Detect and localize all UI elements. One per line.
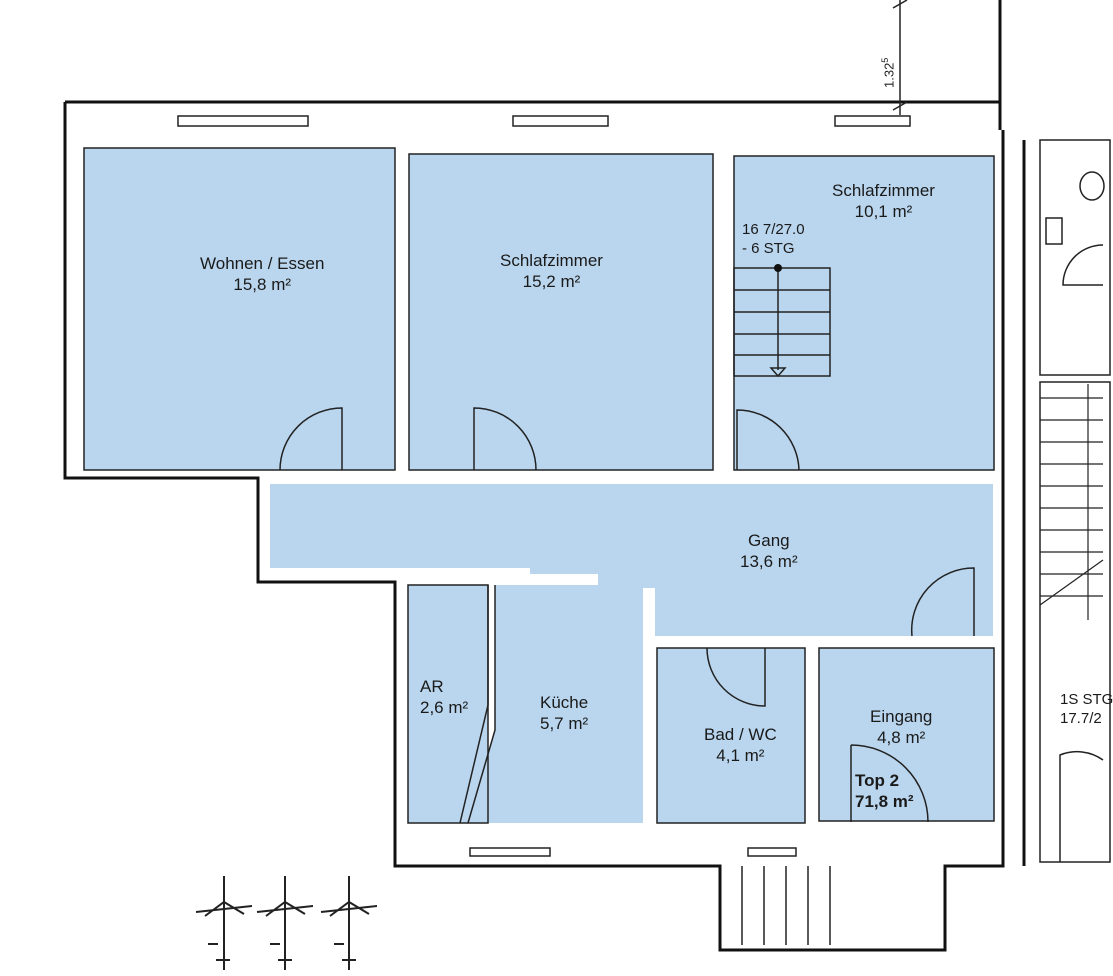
room-wohnen-name: Wohnen / Essen (200, 254, 325, 273)
room-gang-label: Gang 13,6 m² (740, 530, 798, 572)
room-kueche-label: Küche 5,7 m² (540, 692, 588, 734)
room-ar-label: AR 2,6 m² (420, 676, 468, 718)
unit-area: 71,8 m² (855, 792, 914, 811)
doors (279, 407, 975, 823)
room-schlaf1-name: Schlafzimmer (500, 251, 603, 270)
dimension-sup: 5 (880, 57, 890, 63)
room-bad-outline (656, 647, 806, 824)
room-bad-fill (657, 648, 805, 823)
dimension-main: 1.32 (881, 62, 897, 88)
room-schlaf2-name: Schlafzimmer (832, 181, 935, 200)
room-eingang-label: Eingang 4,8 m² (870, 706, 932, 748)
room-bad-label: Bad / WC 4,1 m² (704, 724, 777, 766)
room-eingang-area: 4,8 m² (877, 728, 926, 747)
room-schlaf1-area: 15,2 m² (522, 272, 581, 291)
outer-wall (63, 100, 1005, 952)
room-eingang-fill (819, 648, 994, 821)
room-ar-area: 2,6 m² (420, 698, 469, 717)
room-bad-name: Bad / WC (704, 725, 777, 744)
room-eingang-outline (818, 647, 995, 822)
room-wohnen-area: 15,8 m² (233, 275, 292, 294)
stairwell-label-line2: 17.7/2 (1060, 710, 1102, 727)
room-schlaf1-outline (408, 153, 714, 471)
room-kueche-name: Küche (540, 693, 589, 712)
dimension-line (892, 0, 908, 115)
stairwell-label: 1S STG 17.7/2 (1060, 690, 1113, 728)
room-gang-fill (270, 484, 993, 636)
room-kueche-fill (468, 585, 643, 823)
room-schlaf1-label: Schlafzimmer 15,2 m² (500, 250, 603, 292)
room-wohnen-fill (84, 148, 395, 470)
bicycle-icons (195, 876, 378, 970)
room-schlaf1-fill (409, 154, 713, 470)
room-bad-area: 4,1 m² (716, 746, 765, 765)
stairwell-label-line1: 1S STG (1060, 691, 1113, 708)
room-gang-area: 13,6 m² (740, 552, 798, 571)
stair-label-line1: 16 7/27.0 (742, 221, 805, 238)
room-eingang-name: Eingang (870, 707, 933, 726)
room-wohnen-label: Wohnen / Essen 15,8 m² (200, 253, 324, 295)
unit-label: Top 2 71,8 m² (855, 770, 914, 812)
stair-label-line2: - 6 STG (742, 240, 795, 257)
neighbor-stairwell (1039, 139, 1111, 863)
room-gang-name: Gang (748, 531, 790, 550)
entry-steps (741, 866, 831, 945)
windows (177, 115, 911, 857)
room-kueche-area: 5,7 m² (540, 714, 589, 733)
dimension-label: 1.325 (880, 58, 896, 88)
unit-name: Top 2 (855, 771, 900, 790)
room-ar-fill (408, 585, 488, 823)
stair-label: 16 7/27.0 - 6 STG (742, 220, 805, 258)
kueche-partition (459, 585, 496, 824)
room-ar-name: AR (420, 677, 444, 696)
room-wohnen-outline (83, 147, 396, 471)
interior-stair (733, 264, 831, 378)
room-schlaf2-area: 10,1 m² (854, 202, 913, 221)
room-schlaf2-label: Schlafzimmer 10,1 m² (832, 180, 935, 222)
outer-wall-right (998, 0, 1026, 866)
